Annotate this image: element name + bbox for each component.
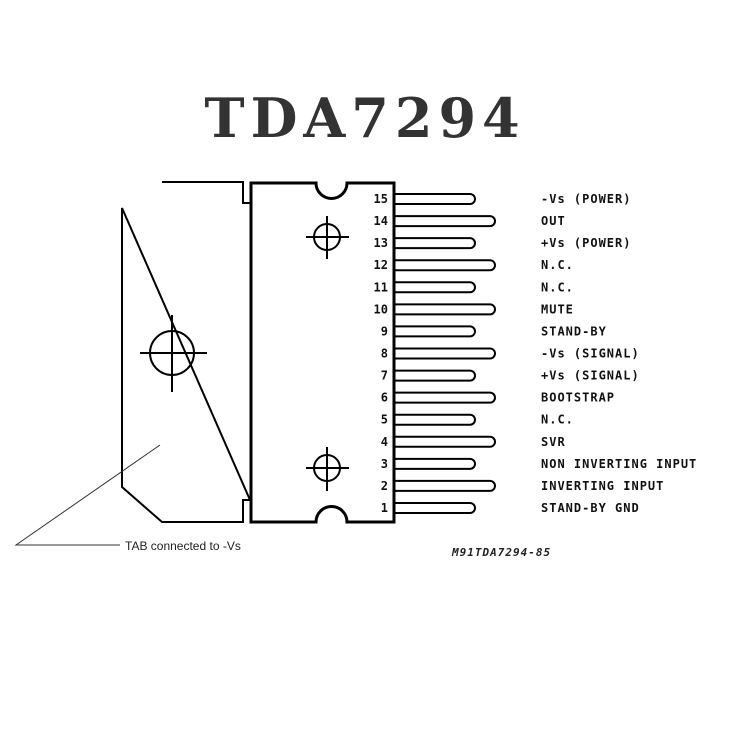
pin-lead <box>395 325 476 338</box>
pin-5: 5 N.C. <box>381 413 574 427</box>
pin-lead <box>395 215 496 228</box>
pin-14: 14 OUT <box>374 214 566 228</box>
pin-12: 12 N.C. <box>374 258 574 272</box>
tab-note: TAB connected to -Vs <box>125 539 241 553</box>
pin-11: 11 N.C. <box>374 280 574 294</box>
chip-title: TDA7294 <box>204 86 525 150</box>
pin-label: +Vs (POWER) <box>541 236 631 250</box>
pin-10: 10 MUTE <box>374 302 574 316</box>
pin-label: OUT <box>541 214 566 228</box>
pin-label: INVERTING INPUT <box>541 479 664 493</box>
pin-number: 10 <box>374 302 388 316</box>
pin-label: N.C. <box>541 413 574 427</box>
pin-lead <box>395 347 496 360</box>
pin-number: 7 <box>381 369 388 383</box>
pin-lead <box>395 435 496 448</box>
pin-label: MUTE <box>541 302 574 316</box>
pin-label: STAND-BY GND <box>541 501 640 515</box>
pin-label: -Vs (POWER) <box>541 192 631 206</box>
top-hole-icon <box>306 216 349 259</box>
pin-label: N.C. <box>541 258 574 272</box>
pin-lead <box>395 303 496 316</box>
pin-2: 2 INVERTING INPUT <box>381 479 664 493</box>
pin-label: BOOTSTRAP <box>541 391 615 405</box>
pin-7: 7 +Vs (SIGNAL) <box>381 369 640 383</box>
pin-lead <box>395 502 476 514</box>
pin-lead <box>395 281 476 294</box>
pin-number: 15 <box>374 192 388 206</box>
pin-label: -Vs (SIGNAL) <box>541 347 640 361</box>
pin-number: 9 <box>381 324 388 338</box>
pin-1: 1 STAND-BY GND <box>381 501 640 515</box>
pin-number: 1 <box>381 501 388 515</box>
pin-13: 13 +Vs (POWER) <box>374 236 631 250</box>
pin-number: 6 <box>381 391 388 405</box>
part-code: M91TDA7294-85 <box>451 546 551 559</box>
pin-number: 2 <box>381 479 388 493</box>
tab-mounting-hole-icon <box>140 315 207 392</box>
pin-lead <box>395 413 476 426</box>
pin-number: 12 <box>374 258 388 272</box>
pin-lead <box>395 457 476 470</box>
pin-number: 5 <box>381 413 388 427</box>
heatsink-tab <box>121 181 252 523</box>
pin-label: N.C. <box>541 280 574 294</box>
pin-lead <box>395 479 496 492</box>
pin-number: 4 <box>381 435 388 449</box>
pin-number: 3 <box>381 457 388 471</box>
pin-lead <box>395 237 476 250</box>
pin-9: 9 STAND-BY <box>381 324 607 338</box>
pin-lead <box>395 259 496 272</box>
pin-label: NON INVERTING INPUT <box>541 457 697 471</box>
pin-label: +Vs (SIGNAL) <box>541 369 640 383</box>
pin-number: 8 <box>381 347 388 361</box>
tab-leader-line <box>14 444 161 546</box>
pin-lead <box>395 391 496 404</box>
pin-label: STAND-BY <box>541 324 607 338</box>
pin-number: 11 <box>374 280 388 294</box>
pin-number: 13 <box>374 236 388 250</box>
pin-6: 6 BOOTSTRAP <box>381 391 615 405</box>
chip-body <box>249 181 396 524</box>
pin-8: 8 -Vs (SIGNAL) <box>381 347 640 361</box>
bottom-hole-icon <box>306 447 349 491</box>
pin-lead <box>395 369 476 382</box>
pin-lead <box>395 193 476 205</box>
pin-label: SVR <box>541 435 566 449</box>
pin-15: 15 -Vs (POWER) <box>374 192 631 206</box>
pin-4: 4 SVR <box>381 435 566 449</box>
pin-3: 3 NON INVERTING INPUT <box>381 457 697 471</box>
pin-number: 14 <box>374 214 388 228</box>
